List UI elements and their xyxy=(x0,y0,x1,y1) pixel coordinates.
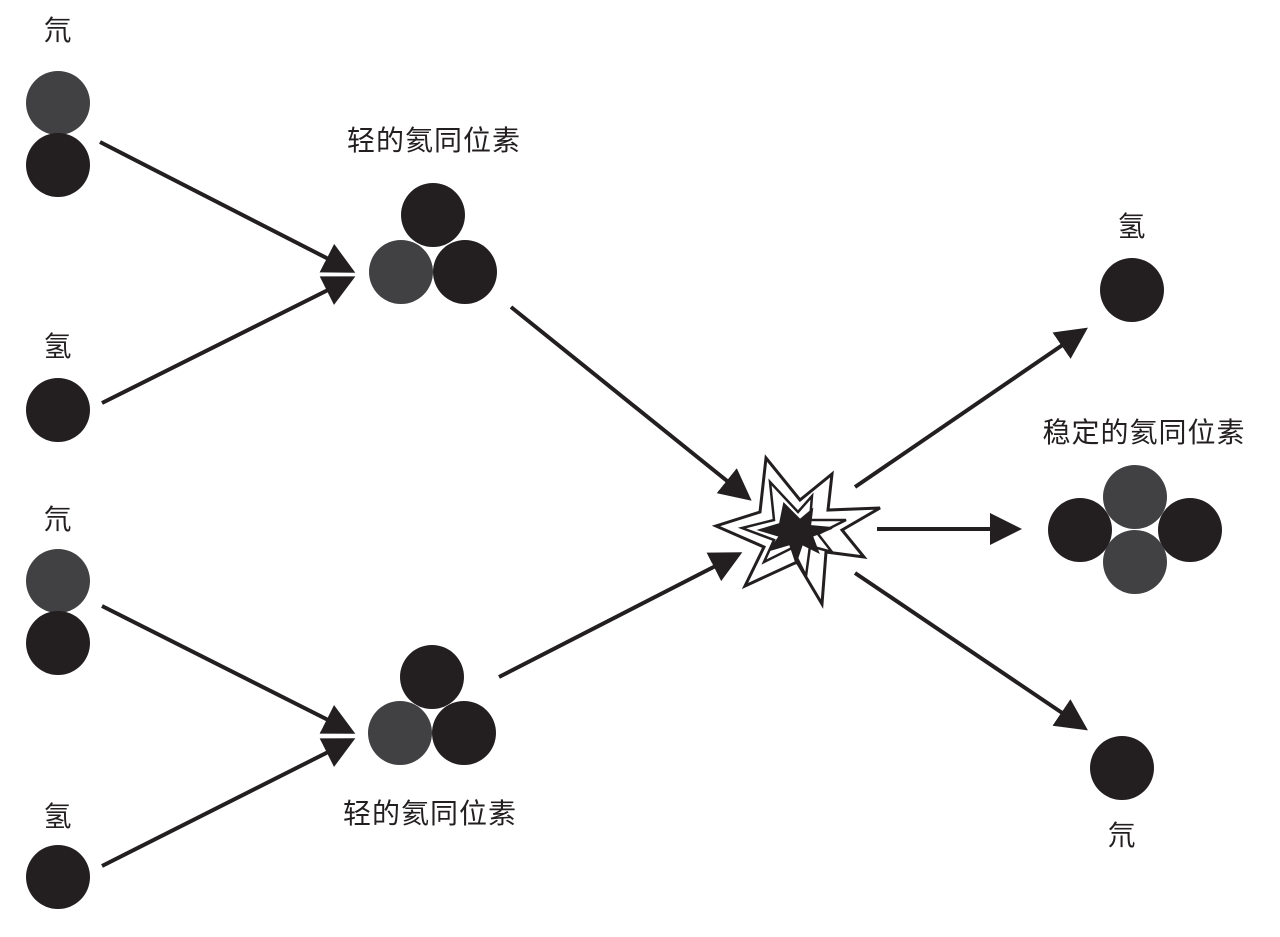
neutron xyxy=(26,71,90,135)
proton xyxy=(433,240,497,304)
proton xyxy=(401,183,465,247)
hydrogen-label-bottom: 氢 xyxy=(43,800,73,833)
arrow-right-icon xyxy=(853,571,1088,731)
stable-helium-nucleus xyxy=(1048,465,1222,594)
light-helium-label-top: 轻的氦同位素 xyxy=(346,124,522,157)
light-helium-nucleus-top xyxy=(369,183,497,304)
deuterium-label-bottom: 氘 xyxy=(43,503,73,536)
proton xyxy=(432,701,496,765)
proton xyxy=(26,378,90,442)
hydrogen-nucleus-top xyxy=(26,378,90,442)
neutron xyxy=(1103,530,1167,594)
arrow-right-icon xyxy=(853,327,1088,489)
proton xyxy=(1100,258,1164,322)
deuterium-label-top: 氘 xyxy=(43,14,73,47)
neutron xyxy=(368,701,432,765)
proton xyxy=(26,133,90,197)
stable-helium-label: 稳定的氦同位素 xyxy=(1042,416,1246,449)
product-hydrogen-label: 氢 xyxy=(1117,210,1147,243)
proton xyxy=(26,611,90,675)
light-helium-label-bottom: 轻的氦同位素 xyxy=(342,797,518,830)
deuterium-nucleus-top xyxy=(26,71,90,197)
neutron xyxy=(26,549,90,613)
arrow-right-icon xyxy=(101,738,356,868)
arrow-right-icon xyxy=(101,604,356,734)
hydrogen-nucleus-bottom xyxy=(26,845,90,909)
deuterium-nucleus-product-bottom xyxy=(1090,736,1154,800)
proton xyxy=(26,845,90,909)
proton xyxy=(400,645,464,709)
proton xyxy=(1048,498,1112,562)
explosion-burst-icon xyxy=(711,454,881,609)
proton xyxy=(1158,498,1222,562)
hydrogen-label-top: 氢 xyxy=(43,330,73,363)
arrow-right-icon xyxy=(101,276,356,405)
arrow-right-icon xyxy=(509,305,752,501)
proton xyxy=(1090,736,1154,800)
hydrogen-nucleus-product-top xyxy=(1100,258,1164,322)
arrow-right-icon xyxy=(498,552,743,679)
arrow-right-icon xyxy=(99,140,356,273)
reaction-arrows xyxy=(99,140,1088,868)
neutron xyxy=(1103,465,1167,529)
neutron xyxy=(369,240,433,304)
light-helium-nucleus-bottom xyxy=(368,645,496,765)
product-deuterium-label: 氘 xyxy=(1107,819,1137,852)
deuterium-nucleus-bottom xyxy=(26,549,90,675)
